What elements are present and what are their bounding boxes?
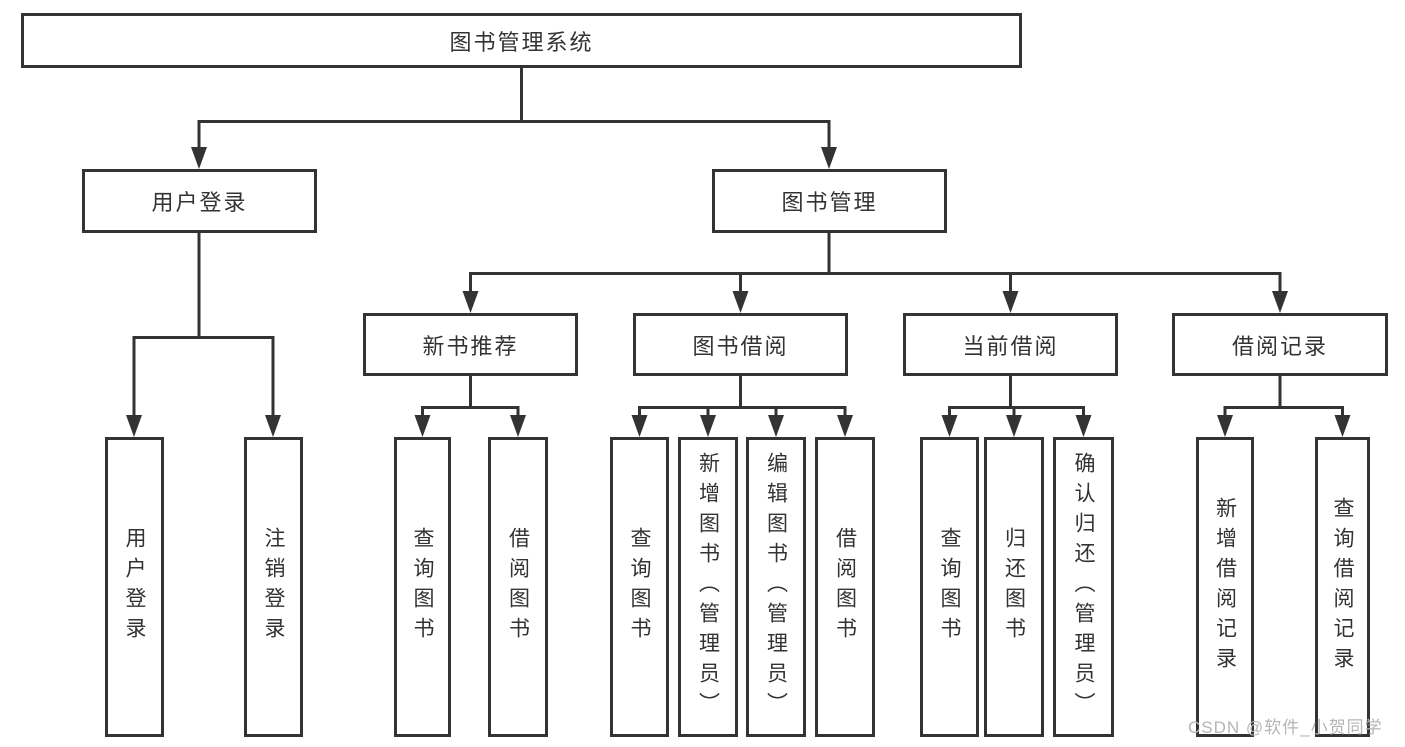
leaf-add-book-admin: 新增图书（管理员） [678, 437, 738, 737]
leaf-query-books-recommend: 查询图书 [394, 437, 451, 737]
leaf-query-books-recommend-label: 查询图书 [411, 527, 434, 647]
node-library-system-label: 图书管理系统 [449, 29, 594, 55]
node-book-borrow-label: 图书借阅 [692, 333, 789, 359]
node-current-borrow-label: 当前借阅 [962, 333, 1059, 359]
node-current-borrow: 当前借阅 [903, 313, 1118, 376]
node-new-book-recommend-label: 新书推荐 [422, 333, 519, 359]
leaf-borrow-books: 借阅图书 [815, 437, 875, 737]
leaf-borrow-books-recommend-label: 借阅图书 [506, 527, 530, 647]
leaf-query-books-borrow: 查询图书 [610, 437, 669, 737]
leaf-add-borrow-record: 新增借阅记录 [1196, 437, 1254, 737]
leaf-borrow-books-recommend: 借阅图书 [488, 437, 548, 737]
leaf-user-login: 用户登录 [105, 437, 164, 737]
node-book-management-label: 图书管理 [781, 190, 878, 215]
leaf-confirm-return-admin: 确认归还（管理员） [1053, 437, 1114, 737]
leaf-add-book-admin-label: 新增图书（管理员） [696, 452, 720, 722]
leaf-logout-login-label: 注销登录 [262, 527, 285, 647]
leaf-query-borrow-record: 查询借阅记录 [1315, 437, 1370, 737]
leaf-query-books-borrow-label: 查询图书 [628, 527, 651, 647]
node-borrow-records-label: 借阅记录 [1231, 333, 1328, 359]
leaf-confirm-return-admin-label: 确认归还（管理员） [1072, 452, 1095, 722]
leaf-return-book: 归还图书 [984, 437, 1044, 737]
node-book-borrow: 图书借阅 [633, 313, 848, 376]
leaf-add-borrow-record-label: 新增借阅记录 [1213, 497, 1237, 677]
node-library-system: 图书管理系统 [21, 13, 1022, 68]
leaf-logout-login: 注销登录 [244, 437, 303, 737]
node-book-management: 图书管理 [712, 169, 947, 233]
leaf-query-books-current-label: 查询图书 [938, 527, 961, 647]
leaf-edit-book-admin: 编辑图书（管理员） [746, 437, 806, 737]
csdn-watermark: CSDN @软件_小贺同学 [1188, 718, 1383, 737]
leaf-query-borrow-record-label: 查询借阅记录 [1331, 497, 1354, 677]
leaf-return-book-label: 归还图书 [1002, 527, 1026, 647]
node-user-login: 用户登录 [82, 169, 317, 233]
leaf-query-books-current: 查询图书 [920, 437, 979, 737]
node-new-book-recommend: 新书推荐 [363, 313, 578, 376]
node-user-login-label: 用户登录 [151, 190, 248, 215]
leaf-user-login-label: 用户登录 [123, 527, 146, 647]
leaf-borrow-books-label: 借阅图书 [833, 527, 857, 647]
leaf-edit-book-admin-label: 编辑图书（管理员） [764, 452, 788, 722]
node-borrow-records: 借阅记录 [1172, 313, 1388, 376]
